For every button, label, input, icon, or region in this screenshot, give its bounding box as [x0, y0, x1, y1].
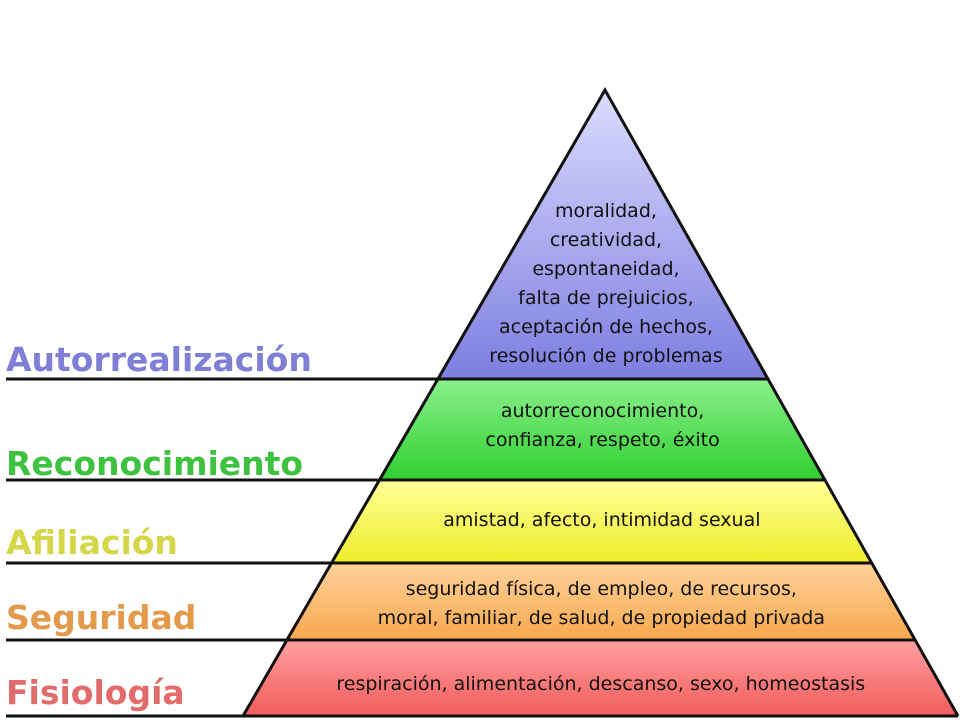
tier-description-line: amistad, afecto, intimidad sexual: [443, 509, 761, 531]
pyramid-tier: [437, 90, 768, 379]
tier-description: amistad, afecto, intimidad sexual: [302, 506, 902, 535]
tier-description-line: moral, familiar, de salud, de propiedad …: [377, 607, 825, 629]
tier-description-line: resolución de problemas: [489, 345, 723, 367]
tier-description: seguridad física, de empleo, de recursos…: [301, 575, 901, 633]
tier-description-line: confianza, respeto, éxito: [485, 429, 720, 451]
pyramid-tier: [331, 480, 872, 563]
tier-description-line: respiración, alimentación, descanso, sex…: [336, 673, 866, 695]
tier-description-line: autorreconocimiento,: [500, 400, 705, 422]
level-label: Fisiología: [6, 673, 185, 712]
tier-description-line: seguridad física, de empleo, de recursos…: [405, 578, 797, 600]
pyramid-tier: [286, 563, 916, 640]
tier-description: respiración, alimentación, descanso, sex…: [301, 670, 901, 699]
tier-description-line: falta de prejuicios,: [518, 287, 694, 309]
pyramid-tier: [243, 640, 958, 716]
level-label: Afiliación: [6, 523, 178, 562]
tier-description: moralidad, creatividad, espontaneidad, falt…: [306, 197, 906, 371]
tier-description-line: espontaneidad,: [532, 258, 680, 280]
pyramid-tier: [379, 379, 825, 480]
tier-description-line: creatividad,: [549, 229, 663, 251]
level-label: Reconocimiento: [6, 444, 304, 483]
pyramid-outline: [241, 86, 960, 717]
tier-description: autorreconocimiento, confianza, respeto, …: [303, 397, 903, 455]
tier-description-line: aceptación de hechos,: [498, 316, 713, 338]
level-label: Autorrealización: [6, 340, 312, 379]
tier-description-line: moralidad,: [554, 200, 657, 222]
level-label: Seguridad: [6, 598, 197, 637]
